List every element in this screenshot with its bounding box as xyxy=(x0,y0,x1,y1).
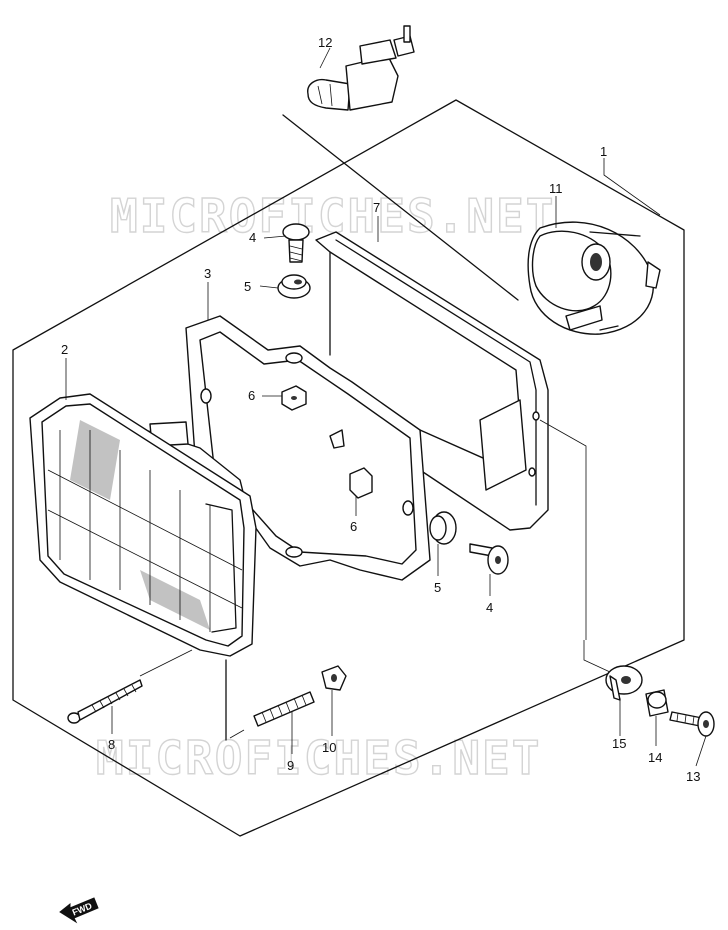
bulb-12 xyxy=(282,25,519,301)
callout-11: 11 xyxy=(549,181,563,196)
callout-10: 10 xyxy=(322,740,336,755)
callout-8: 8 xyxy=(108,737,115,752)
callout-9: 9 xyxy=(287,758,294,773)
watermark-bottom: MICROFICHES.NET xyxy=(96,731,541,785)
fwd-arrow-icon: FWD xyxy=(59,897,99,924)
nut-6-lower xyxy=(349,467,373,499)
callout-14: 14 xyxy=(648,750,662,765)
callout-3: 3 xyxy=(204,266,211,281)
headlight-2 xyxy=(29,393,257,741)
callout-2: 2 xyxy=(61,342,68,357)
callout-4-lower: 4 xyxy=(486,600,493,615)
socket-cover-11 xyxy=(527,221,661,335)
callout-5-upper: 5 xyxy=(244,279,251,294)
callout-7: 7 xyxy=(373,200,380,215)
assembly-outline xyxy=(12,99,685,837)
grommet-5-upper xyxy=(277,274,311,299)
screw-4-lower xyxy=(469,543,509,575)
leader-lines xyxy=(65,47,707,767)
callout-5-lower: 5 xyxy=(434,580,441,595)
callout-15: 15 xyxy=(612,736,626,751)
spring-9 xyxy=(253,691,315,727)
callout-12: 12 xyxy=(318,35,332,50)
grommet-5-lower xyxy=(429,511,457,545)
screw-8 xyxy=(67,679,143,724)
callout-1: 1 xyxy=(600,144,607,159)
washer-15 xyxy=(605,665,643,701)
bolt-13 xyxy=(669,711,715,737)
callout-6-lower: 6 xyxy=(350,519,357,534)
callout-6-upper: 6 xyxy=(248,388,255,403)
callout-13: 13 xyxy=(686,769,700,784)
nut-6-upper xyxy=(281,385,307,411)
rim-7 xyxy=(315,231,549,531)
screw-4-upper xyxy=(282,223,310,263)
clip-10 xyxy=(321,665,347,691)
callout-4-upper: 4 xyxy=(249,230,256,245)
collar-14 xyxy=(645,689,669,717)
